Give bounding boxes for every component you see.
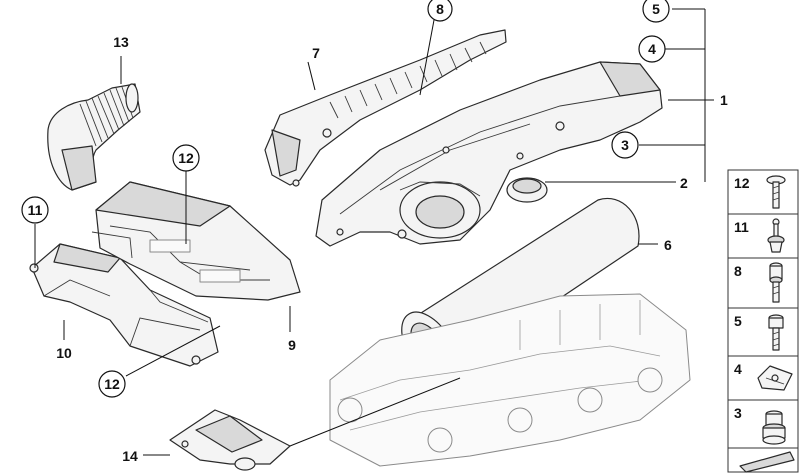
legend-row-12: 12 [727,169,799,215]
callout-5-bubble [642,0,670,23]
callout-3: 3 [611,131,639,159]
legend-row-5: 5 [727,307,799,357]
leader-lines [34,8,714,456]
callout-5-label: 5 [652,1,660,17]
callout-13-label: 13 [113,34,129,50]
callout-10-label: 10 [56,345,72,361]
callout-3-label: 3 [621,137,629,153]
callout-12-bottom: 12 [98,370,126,398]
part-1-engine-cover [315,61,663,247]
legend-label-8: 8 [734,263,742,279]
intake-manifold [329,293,691,467]
part-9-resonator [91,181,301,301]
callout-7-label: 7 [312,45,320,61]
callout-8-label: 8 [436,1,444,17]
hose-ribs [79,86,134,147]
pin-icon [767,218,785,253]
callout-12-bottom-label: 12 [104,376,120,392]
callout-10: 10 [56,345,72,361]
part-14-mounting-bracket [169,409,291,471]
fastener-legend: 12 11 8 [727,169,799,473]
callout-4: 4 [638,35,666,63]
legend-label-3: 3 [734,405,742,421]
part-7-cover-bracket [264,29,507,187]
legend-label-12: 12 [734,175,750,191]
legend-row-4: 4 [727,355,799,401]
callout-6-label: 6 [664,237,672,253]
legend-row-partial [727,447,799,473]
part-10-lower-air-duct [29,243,219,367]
callout-8-bubble [427,0,453,22]
callout-4-bubble [638,35,666,63]
legend-row-11: 11 [727,213,799,259]
bracket-slots [329,41,487,119]
callout-5: 5 [642,0,670,23]
screw-icon [766,175,786,209]
callout-2: 2 [680,175,688,191]
callout-3-bubble [611,131,639,159]
callout-1: 1 [720,92,728,108]
callout-4-label: 4 [648,41,656,57]
legend-row-8: 8 [727,257,799,309]
callout-12-top-bubble [172,144,200,172]
callout-12-top-label: 12 [178,150,194,166]
callout-14: 14 [122,448,138,464]
callout-11-bubble [21,196,49,224]
callout-2-label: 2 [680,175,688,191]
callout-6: 6 [664,237,672,253]
callout-11: 11 [21,196,49,224]
bolt-with-sleeve-icon [769,262,783,303]
callout-1-label: 1 [720,92,728,108]
callout-8: 8 [427,0,453,22]
bolt-icon [768,314,784,351]
callout-14-label: 14 [122,448,138,464]
callout-7: 7 [312,45,320,61]
rubber-grommet-icon [762,410,786,445]
callout-9: 9 [288,337,296,353]
legend-label-4: 4 [734,361,742,377]
callout-12-top: 12 [172,144,200,172]
legend-row-3: 3 [727,399,799,449]
legend-label-11: 11 [734,219,749,235]
legend-label-5: 5 [734,313,742,329]
part-13-intake-hose [47,83,141,191]
callout-9-label: 9 [288,337,296,353]
part-2-grommet [506,177,548,203]
callout-11-label: 11 [28,202,43,218]
callout-12-bottom-bubble [98,370,126,398]
callout-13: 13 [113,34,129,50]
clip-nut-icon [757,365,793,391]
